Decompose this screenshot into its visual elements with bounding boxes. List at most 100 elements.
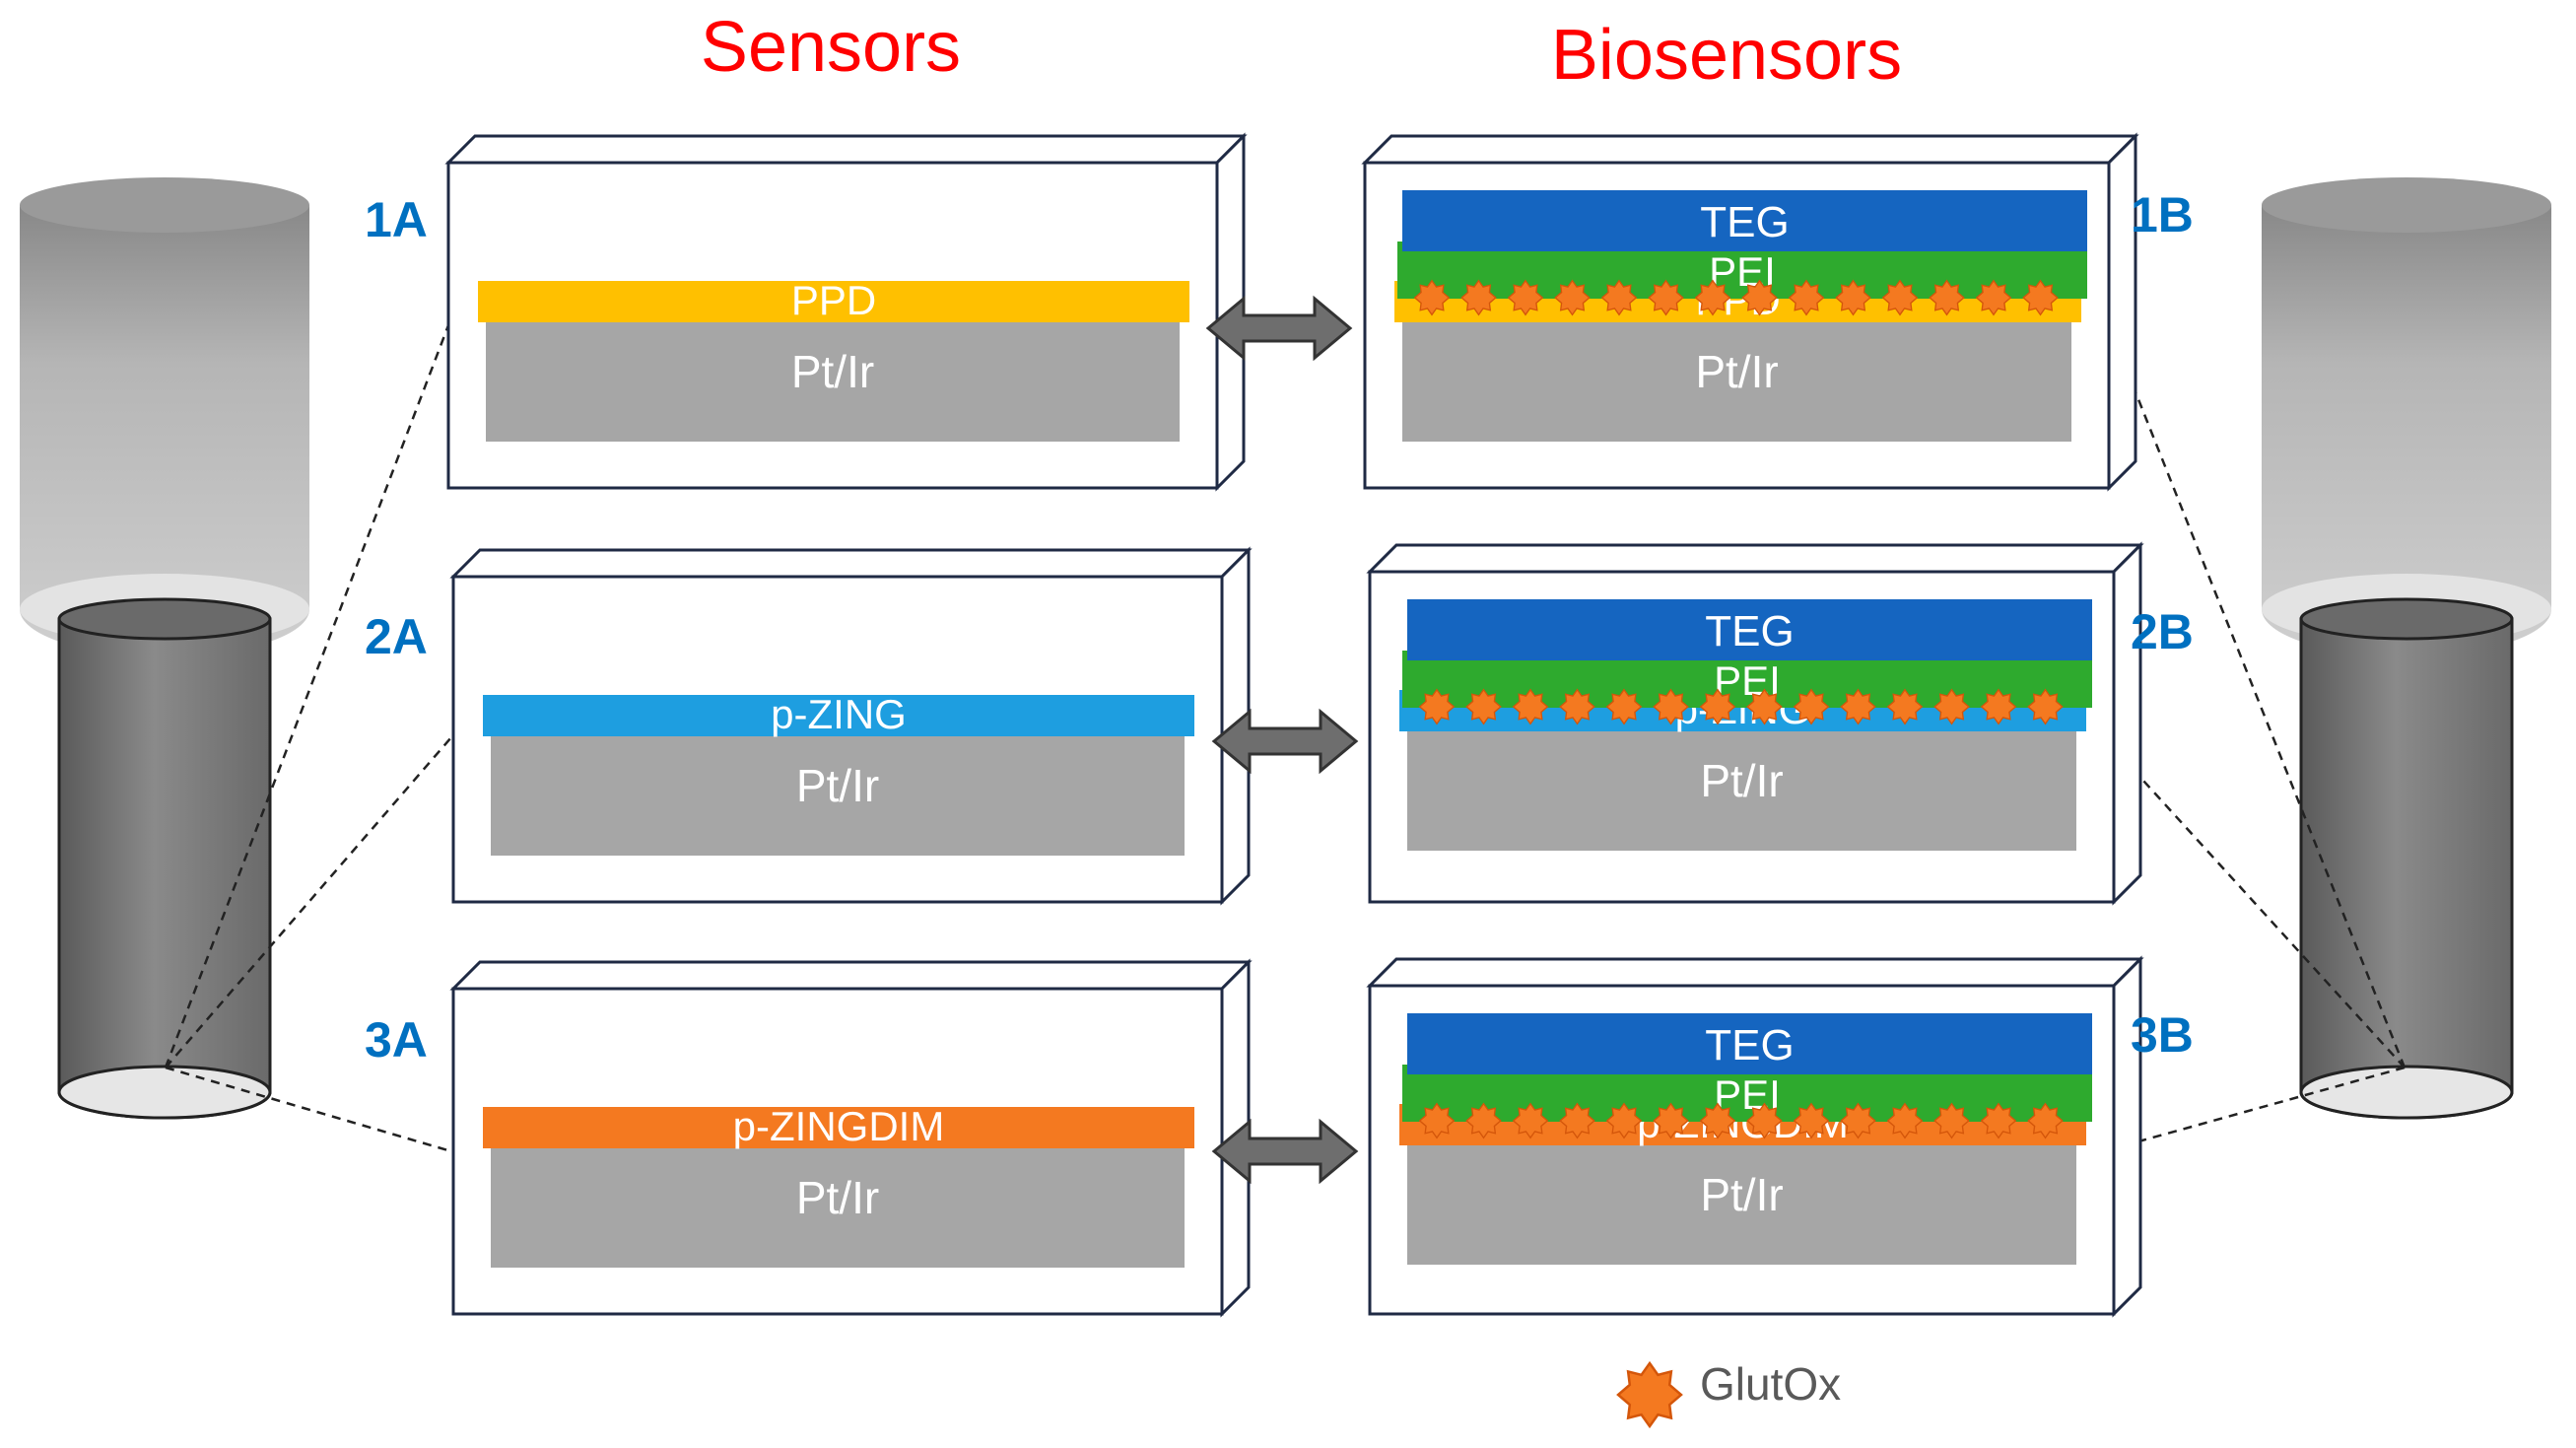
glutox-enzyme-icon [1601, 280, 1637, 315]
right-electrode [2262, 177, 2551, 1120]
panel-3A: 3A Pt/Ir p-ZINGDIM [365, 958, 1253, 1318]
right-shaft-top [2299, 597, 2514, 641]
glutox-enzyme-icon [1559, 1103, 1595, 1138]
left-shaft-top [57, 597, 272, 641]
legend-label: GlutOx [1700, 1358, 1841, 1410]
zoom-line [164, 324, 450, 1069]
pt-ir-base [491, 723, 1185, 856]
glutox-enzyme-icon [1559, 689, 1595, 724]
double-arrow-icon [1205, 295, 1353, 362]
zoom-line [165, 736, 452, 1069]
glutox-enzyme-icon [1616, 1361, 1683, 1428]
panel-1A: 1A Pt/Ir PPD [365, 132, 1248, 492]
glutox-enzyme-icon [1513, 1103, 1548, 1138]
glutox-enzyme-icon [1695, 280, 1730, 315]
left-electrode-body [20, 205, 309, 656]
panel-id-label: 2A [365, 609, 428, 664]
glutox-enzyme-icon [1419, 689, 1455, 724]
glutox-enzyme-icon [1414, 280, 1450, 315]
panel-box-side [2112, 541, 2142, 906]
glutox-enzyme-icon [1460, 280, 1497, 315]
pt-ir-label: Pt/Ir [796, 760, 879, 811]
glutox-enzyme-icon [1653, 689, 1689, 724]
zoom-line [2113, 1066, 2406, 1150]
glutox-enzyme-icon [1840, 1103, 1876, 1138]
glutox-enzyme-icon [1976, 280, 2011, 315]
panel-id-label: 2B [2131, 604, 2194, 659]
teg-label: TEG [1705, 607, 1794, 655]
glutox-enzyme-icon [1933, 689, 1970, 724]
panel-2A: 2A Pt/Ir p-ZING [365, 546, 1253, 906]
glutox-enzyme-icon [1508, 280, 1543, 315]
pt-ir-base [486, 309, 1180, 442]
panel-id-label: 3A [365, 1012, 428, 1068]
panel-id-label: 3B [2131, 1007, 2194, 1063]
glutox-enzyme-icon [1653, 1103, 1689, 1138]
glutox-enzyme-icon [1606, 1103, 1642, 1138]
coating-label: p-ZINGDIM [733, 1103, 945, 1149]
zoom-lines [164, 324, 2407, 1153]
glutox-enzyme-icon [2027, 689, 2064, 724]
teg-layer [1407, 1013, 2092, 1074]
glutox-enzyme-icon [1840, 689, 1876, 724]
glutox-enzyme-icon [1981, 689, 2016, 724]
glutox-enzyme-icon [1981, 1103, 2016, 1138]
panel-box-top [449, 960, 1253, 991]
biosensors-heading: Biosensors [1551, 16, 1902, 95]
zoom-line [165, 1066, 452, 1153]
coating-label: p-ZING [771, 691, 907, 737]
legend: GlutOx [1616, 1358, 1841, 1428]
glutox-enzyme-icon [1700, 689, 1735, 724]
pt-ir-label: Pt/Ir [1700, 755, 1783, 806]
panel-box-top [1361, 134, 2139, 165]
double-arrows [1205, 295, 1359, 1185]
sensors-heading: Sensors [701, 8, 961, 87]
right-electrode-tip [2299, 1065, 2514, 1120]
pt-ir-label: Pt/Ir [791, 346, 874, 397]
pt-ir-label: Pt/Ir [796, 1172, 879, 1223]
panel-box-top [1366, 957, 2144, 988]
glutox-enzyme-icon [1929, 280, 1965, 315]
coating-layer [483, 695, 1194, 736]
glutox-enzyme-icon [1794, 1103, 1829, 1138]
pt-ir-label: Pt/Ir [1695, 346, 1778, 397]
pt-ir-base [491, 1135, 1185, 1268]
zoom-line [2123, 758, 2406, 1069]
left-electrode [20, 177, 309, 1120]
panels: 1A Pt/Ir PPD 2A Pt/Ir p-ZING 3A Pt/Ir p-ZINGDIM 1… [365, 132, 2194, 1318]
glutox-enzyme-icon [1648, 280, 1684, 315]
teg-label: TEG [1705, 1021, 1794, 1069]
glutox-enzyme-icon [1554, 280, 1591, 315]
panel-box-top [1366, 543, 2144, 574]
glutox-enzyme-icon [1419, 1103, 1455, 1138]
glutox-enzyme-icon [1887, 689, 1923, 724]
pt-ir-base [1407, 1132, 2076, 1265]
teg-layer [1402, 190, 2087, 251]
left-electrode-shaft [57, 617, 272, 1120]
coating-layer [478, 281, 1189, 322]
pt-ir-base [1407, 718, 2076, 851]
glutox-enzyme-icon [1882, 280, 1918, 315]
pt-ir-label: Pt/Ir [1700, 1169, 1783, 1220]
teg-layer [1407, 599, 2092, 660]
panel-id-label: 1A [365, 192, 428, 247]
glutox-enzyme-icon [1789, 280, 1824, 315]
right-electrode-top [2262, 177, 2551, 233]
glutox-enzyme-icon [1606, 689, 1642, 724]
glutox-enzyme-icon [1465, 689, 1502, 724]
glutox-enzyme-icon [2022, 280, 2059, 315]
glutox-enzyme-icon [1887, 1103, 1923, 1138]
glutox-enzyme-icon [2027, 1103, 2064, 1138]
glutox-enzyme-icon [1794, 689, 1829, 724]
right-electrode-shaft [2299, 617, 2514, 1120]
right-electrode-body [2262, 205, 2551, 656]
teg-label: TEG [1700, 198, 1789, 246]
double-arrow-icon [1211, 1118, 1359, 1185]
glutox-enzyme-icon [1700, 1103, 1735, 1138]
coating-label: PPD [791, 277, 876, 323]
glutox-enzyme-icon [1933, 1103, 1970, 1138]
panel-box-top [444, 134, 1248, 165]
